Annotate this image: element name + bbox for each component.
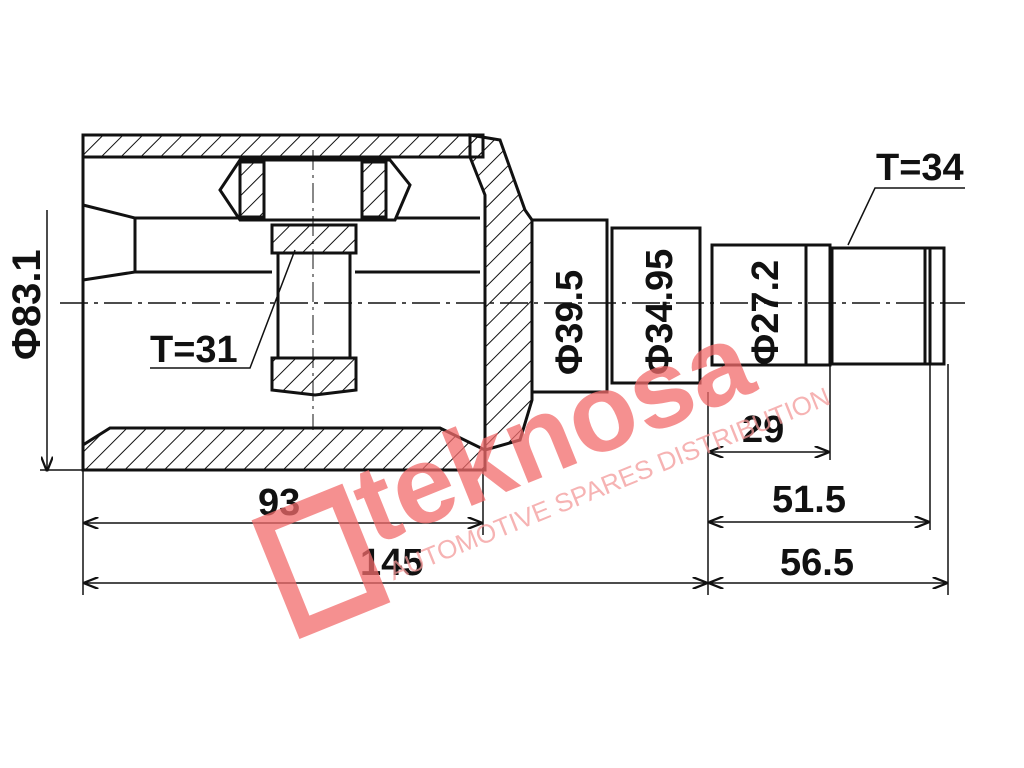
length-51-5-label: 51.5 (772, 479, 846, 521)
outer-diameter-label: Φ83.1 (5, 249, 49, 360)
watermark-logo-icon (251, 483, 391, 640)
inner-spline-label: T=31 (150, 329, 238, 371)
outer-spline-label: T=34 (876, 147, 964, 189)
housing-outline (81, 133, 946, 472)
length-29-label: 29 (742, 409, 784, 451)
dimension-lines (40, 187, 965, 595)
length-56-5-label: 56.5 (780, 542, 854, 584)
step2-diameter-label: Φ34.95 (639, 249, 681, 375)
step3-diameter-label: Φ27.2 (745, 260, 787, 365)
step1-diameter-label: Φ39.5 (549, 270, 591, 375)
